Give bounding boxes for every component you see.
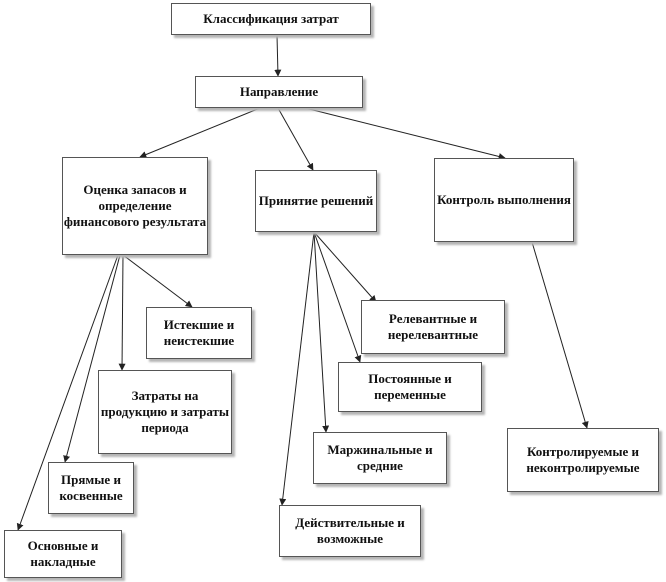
node-label: Релевантные и нерелевантные [387,311,479,342]
node-label: Оценка запасов и определение финансового… [63,182,207,229]
edge-valuation-to-direct [63,254,121,463]
node-label: Классификация затрат [203,11,339,26]
node-cost-classification: Классификация затрат [171,3,371,35]
node-performance-control: Контроль выполнения [434,158,574,242]
node-controllable-uncontrollable: Контролируемые и неконтролируемые [507,428,659,492]
node-label: Прямые и косвенные [59,472,123,503]
node-label: Контролируемые и неконтролируемые [526,444,640,475]
node-label: Истекшие и неистекшие [163,317,235,348]
node-main-overhead: Основные и накладные [4,530,122,578]
edge-decisions-to-relevant [313,231,377,303]
node-label: Затраты на продукцию и затраты периода [100,388,230,435]
node-label: Постоянные и переменные [368,371,452,402]
node-label: Контроль выполнения [437,192,571,207]
node-actual-possible: Действительные и возможные [279,505,421,557]
node-decision-making: Принятие решений [255,170,377,232]
node-marginal-average: Маржинальные и средние [313,432,447,484]
node-fixed-variable: Постоянные и переменные [338,362,482,412]
edge-control-to-controllable [531,241,589,429]
edge-decisions-to-fixed_variable [313,231,362,363]
node-label: Основные и накладные [27,538,99,569]
node-label: Действительные и возможные [295,515,405,546]
edge-root-to-direction [274,34,282,77]
edge-direction-to-valuation [139,107,261,158]
edge-valuation-to-product_period [118,254,126,371]
node-expired-unexpired: Истекшие и неистекшие [146,307,252,359]
node-direct-indirect: Прямые и косвенные [48,462,134,514]
edge-direction-to-control [304,107,506,160]
node-label: Направление [239,84,319,99]
node-product-period-costs: Затраты на продукцию и затраты периода [98,370,232,454]
node-relevant-irrelevant: Релевантные и нерелевантные [361,300,505,354]
node-label: Принятие решений [258,193,374,208]
edge-valuation-to-main_overhead [16,254,119,531]
edge-decisions-to-marginal [313,231,330,433]
node-inventory-valuation: Оценка запасов и определение финансового… [62,157,208,255]
edge-decisions-to-actual [279,231,315,506]
node-label: Маржинальные и средние [327,442,433,473]
node-direction: Направление [195,76,363,108]
edge-direction-to-decisions [277,107,314,171]
edge-valuation-to-expired [122,254,193,308]
